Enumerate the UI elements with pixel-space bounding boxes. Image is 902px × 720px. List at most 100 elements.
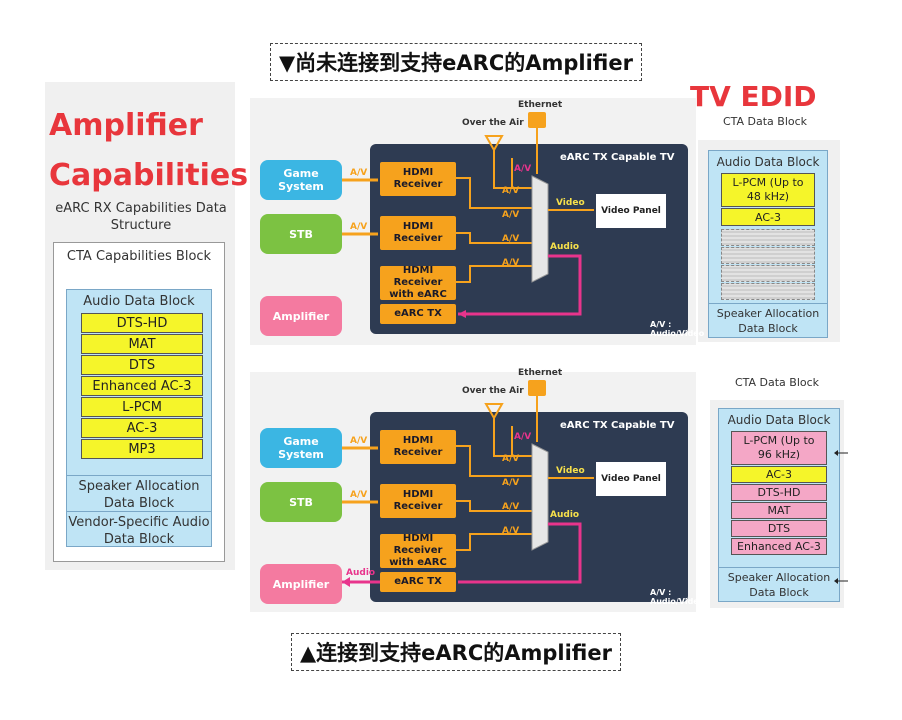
edid-side-arrows xyxy=(834,450,848,584)
tv-edid-top-empty-slots xyxy=(721,229,815,301)
mux-shape xyxy=(531,175,549,283)
over-air-label: Over the Air xyxy=(462,386,524,396)
wire-label-6: A/V xyxy=(502,526,520,536)
wire-earc-mux xyxy=(456,265,532,283)
amp-vendor-specific: Vendor-Specific Audio Data Block xyxy=(67,511,211,548)
audio-amp-arrow xyxy=(342,577,350,587)
amp-speaker-allocation: Speaker Allocation Data Block xyxy=(67,475,211,512)
wire-label-8: Audio xyxy=(550,242,580,252)
tv-edid-bottom-format-4: DTS xyxy=(731,520,827,537)
tv-edid-bottom-format-2: DTS-HD xyxy=(731,484,827,501)
caption-bottom: ▲连接到支持eARC的Amplifier xyxy=(291,633,621,671)
hdmi-receiver-1: HDMI Receiver xyxy=(380,162,456,196)
diagram-wires xyxy=(342,380,594,587)
empty-slot xyxy=(721,229,815,246)
wire-label-1: A/V xyxy=(350,490,368,500)
video-panel-box: Video Panel xyxy=(596,194,666,228)
hdmi-receiver-2: HDMI Receiver xyxy=(380,484,456,518)
tv-edid-bottom-format-0: L-PCM (Up to 96 kHz) xyxy=(731,431,827,465)
cta-capabilities-block: CTA Capabilities Block Audio Data Block … xyxy=(53,242,225,562)
amplifier-box: Amplifier xyxy=(260,296,342,336)
tv-edid-top-format-0: L-PCM (Up to 48 kHz) xyxy=(721,173,815,207)
tv-edid-top-cta-label: CTA Data Block xyxy=(722,115,808,128)
tv-edid-bottom-format-5: Enhanced AC-3 xyxy=(731,538,827,555)
cta-capabilities-title: CTA Capabilities Block xyxy=(66,249,212,264)
wire-label-3: A/V xyxy=(502,186,520,196)
wire-hdmi1-mux xyxy=(456,177,532,209)
tv-edid-bottom-cta-label: CTA Data Block xyxy=(734,376,820,389)
av-legend: A/V : Audio/Video xyxy=(650,320,705,338)
amp-audio-label: Audio xyxy=(346,568,376,578)
ethernet-icon xyxy=(528,112,546,128)
antenna-icon xyxy=(484,135,504,153)
amplifier-box: Amplifier xyxy=(260,564,342,604)
wire-earc-mux xyxy=(456,533,532,551)
amp-adb-title: Audio Data Block xyxy=(83,294,195,309)
tv-label: eARC TX Capable TV xyxy=(560,420,675,431)
hdmi-receiver-earc: HDMI Receiver with eARC xyxy=(380,265,456,300)
wire-label-2: A/V xyxy=(514,432,532,442)
tv-edid-top-adb-title: Audio Data Block xyxy=(716,155,820,169)
tv-edid-bottom-adb: Audio Data Block L-PCM (Up to 96 kHz)AC-… xyxy=(718,408,840,602)
caption-top-text: ▼尚未连接到支持eARC的Amplifier xyxy=(279,51,633,75)
empty-slot xyxy=(721,283,815,300)
tv-edid-top-format-1: AC-3 xyxy=(721,208,815,226)
amp-format-4: L-PCM xyxy=(81,397,203,417)
amp-title-line2: Capabilities xyxy=(49,158,249,193)
hdmi-receiver-earc: HDMI Receiver with eARC xyxy=(380,533,456,568)
diagram-top: eARC TX Capable TV A/V : Audio/Video Ether… xyxy=(250,98,704,345)
audio-arrow-head xyxy=(458,310,466,318)
over-air-label: Over the Air xyxy=(462,118,524,128)
tv-edid-title: TV EDID xyxy=(690,80,817,113)
stb-box: STB xyxy=(260,482,342,522)
tv-edid-top-bg: Audio Data Block L-PCM (Up to 48 kHz)AC-… xyxy=(698,140,840,342)
wire-hdmi1-mux xyxy=(456,445,532,477)
tv-edid-bottom-speaker: Speaker Allocation Data Block xyxy=(719,567,839,600)
wire-label-3: A/V xyxy=(502,454,520,464)
wire-audio xyxy=(458,522,582,584)
tv-edid-top-speaker: Speaker Allocation Data Block xyxy=(709,303,827,336)
wire-label-7: Video xyxy=(556,198,585,208)
tv-edid-top-format-list: L-PCM (Up to 48 kHz)AC-3 xyxy=(721,173,815,227)
tv-label: eARC TX Capable TV xyxy=(560,152,675,163)
antenna-icon xyxy=(484,403,504,421)
amp-format-3: Enhanced AC-3 xyxy=(81,376,203,396)
tv-edid-bottom-format-3: MAT xyxy=(731,502,827,519)
game-system-box: Game System xyxy=(260,160,342,200)
wire-label-4: A/V xyxy=(502,210,520,220)
wire-label-0: A/V xyxy=(350,168,368,178)
caption-bottom-text: ▲连接到支持eARC的Amplifier xyxy=(300,641,612,665)
wire-label-5: A/V xyxy=(502,502,520,512)
wire-hdmi2-mux xyxy=(456,232,532,244)
side-arrow-head xyxy=(834,578,838,584)
tv-edid-bottom-format-1: AC-3 xyxy=(731,466,827,483)
wire-label-5: A/V xyxy=(502,234,520,244)
ethernet-icon xyxy=(528,380,546,396)
empty-slot xyxy=(721,247,815,264)
amp-title-line1: Amplifier xyxy=(49,108,203,143)
wire-label-7: Video xyxy=(556,466,585,476)
amp-format-6: MP3 xyxy=(81,439,203,459)
tv-edid-bottom-adb-title: Audio Data Block xyxy=(727,413,831,427)
wire-label-6: A/V xyxy=(502,258,520,268)
tv-edid-top-adb: Audio Data Block L-PCM (Up to 48 kHz)AC-… xyxy=(708,150,828,338)
tv-edid-bottom-bg: Audio Data Block L-PCM (Up to 96 kHz)AC-… xyxy=(710,400,844,608)
wire-label-8: Audio xyxy=(550,510,580,520)
wire-label-4: A/V xyxy=(502,478,520,488)
av-legend: A/V : Audio/Video xyxy=(650,588,705,606)
mux-shape xyxy=(531,443,549,551)
wire-air xyxy=(493,418,532,457)
ethernet-label: Ethernet xyxy=(518,100,563,110)
amp-format-2: DTS xyxy=(81,355,203,375)
earc-tx-box: eARC TX xyxy=(380,304,456,324)
wire-audio xyxy=(458,254,582,316)
amp-subtitle: eARC RX Capabilities Data Structure xyxy=(55,201,227,233)
amp-format-5: AC-3 xyxy=(81,418,203,438)
caption-top: ▼尚未连接到支持eARC的Amplifier xyxy=(270,43,642,81)
amp-format-1: MAT xyxy=(81,334,203,354)
game-system-box: Game System xyxy=(260,428,342,468)
